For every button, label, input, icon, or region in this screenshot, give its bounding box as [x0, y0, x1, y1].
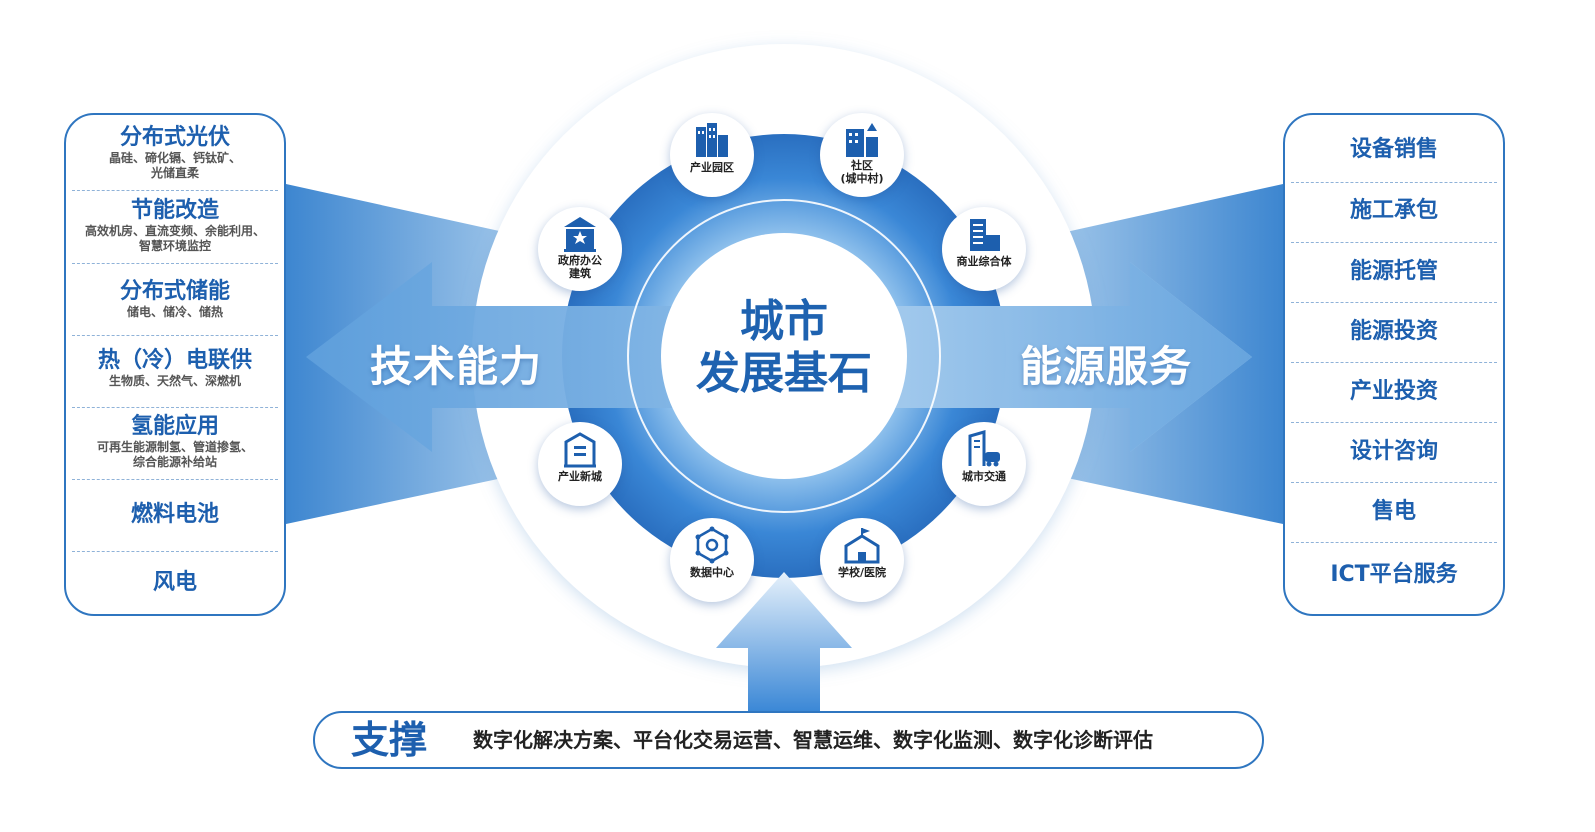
capability-title: 风电 — [152, 570, 197, 595]
inner-ring-line — [627, 199, 941, 513]
capability-desc: 综合能源补给站 — [132, 455, 217, 469]
scenario-urban-transport: 城市交通 — [942, 422, 1026, 506]
divider — [72, 551, 278, 552]
scenario-label: 学校/医院 — [837, 566, 887, 579]
up-arrow — [716, 572, 852, 712]
divider — [1291, 302, 1497, 303]
left-arrow-label: 技术能力 — [370, 342, 543, 391]
scenario-industrial-park: 产业园区 — [670, 113, 754, 197]
divider — [72, 407, 278, 408]
scenario-label: 产业园区 — [690, 161, 734, 174]
scenario-data-center: 数据中心 — [670, 518, 754, 602]
scenario-label: 产业新城 — [558, 470, 602, 483]
capability-desc: 光储直柔 — [150, 166, 199, 180]
center-circle — [661, 233, 907, 479]
divider — [1291, 542, 1497, 543]
center-title-line1: 城市 — [740, 296, 828, 347]
service-item: 售电 — [1371, 499, 1416, 524]
center-title: 城市 发展基石 — [664, 296, 904, 400]
government-office-icon — [564, 217, 596, 252]
scenario-industrial-new-city: 产业新城 — [538, 422, 622, 506]
divider — [72, 190, 278, 191]
capability-item: 节能改造 高效机房、直流变频、余能利用、 智慧环境监控 — [66, 198, 284, 254]
capability-item: 氢能应用 可再生能源制氢、管道掺氢、 综合能源补给站 — [66, 414, 284, 470]
energy-services-panel: 设备销售 施工承包 能源托管 能源投资 产业投资 设计咨询 售电 ICT平台服务 — [1283, 113, 1505, 616]
capability-title: 节能改造 — [130, 198, 219, 223]
scenario-community: 社区(城中村) — [820, 113, 904, 197]
data-center-icon — [695, 526, 729, 564]
scenario-label: 数据中心 — [690, 566, 734, 579]
service-item: 产业投资 — [1349, 379, 1438, 404]
school-hospital-icon — [844, 528, 880, 564]
capability-item: 风电 — [66, 570, 284, 596]
center-title-line2: 发展基石 — [696, 348, 872, 399]
divider — [1291, 482, 1497, 483]
capability-desc: 高效机房、直流变频、余能利用、 — [84, 224, 265, 238]
support-bar: 支撑 数字化解决方案、平台化交易运营、智慧运维、数字化监测、数字化诊断评估 — [313, 711, 1264, 769]
divider — [1291, 182, 1497, 183]
divider — [1291, 362, 1497, 363]
capability-desc: 智慧环境监控 — [138, 239, 211, 253]
commercial-complex-icon — [970, 219, 1000, 251]
support-title: 支撑 — [351, 718, 428, 762]
divider — [1291, 422, 1497, 423]
capability-item: 热（冷）电联供 生物质、天然气、深燃机 — [66, 348, 284, 389]
scenario-label: 政府办公建筑 — [558, 254, 602, 280]
service-item: 设备销售 — [1349, 137, 1438, 162]
capability-item: 分布式储能 储电、储冷、储热 — [66, 279, 284, 320]
scenario-label: 城市交通 — [962, 470, 1006, 483]
divider — [1291, 242, 1497, 243]
community-icon — [846, 123, 878, 157]
capability-title: 分布式储能 — [119, 279, 230, 304]
capability-title: 分布式光伏 — [119, 125, 230, 150]
industrial-new-city-icon — [564, 432, 596, 468]
right-arrow-label: 能源服务 — [1020, 342, 1193, 391]
service-item: ICT平台服务 — [1330, 562, 1458, 587]
technical-capabilities-panel: 分布式光伏 晶硅、碲化镉、钙钛矿、 光储直柔 节能改造 高效机房、直流变频、余能… — [64, 113, 286, 616]
scenario-government-office: 政府办公建筑 — [538, 207, 622, 291]
scenario-label: 社区(城中村) — [840, 159, 884, 185]
industrial-park-icon — [696, 123, 728, 157]
capability-desc: 可再生能源制氢、管道掺氢、 — [96, 440, 253, 454]
capability-title: 热（冷）电联供 — [97, 348, 252, 373]
capability-desc: 生物质、天然气、深燃机 — [108, 374, 241, 388]
service-item: 能源投资 — [1349, 319, 1438, 344]
scenario-label: 商业综合体 — [956, 255, 1012, 268]
divider — [72, 335, 278, 336]
divider — [72, 479, 278, 480]
capability-title: 燃料电池 — [130, 502, 219, 527]
capability-title: 氢能应用 — [130, 414, 219, 439]
service-item: 设计咨询 — [1349, 439, 1438, 464]
divider — [72, 263, 278, 264]
service-item: 能源托管 — [1349, 259, 1438, 284]
support-items: 数字化解决方案、平台化交易运营、智慧运维、数字化监测、数字化诊断评估 — [473, 728, 1153, 752]
capability-item: 分布式光伏 晶硅、碲化镉、钙钛矿、 光储直柔 — [66, 125, 284, 181]
scenario-school-hospital: 学校/医院 — [820, 518, 904, 602]
capability-desc: 晶硅、碲化镉、钙钛矿、 — [108, 151, 241, 165]
capability-item: 燃料电池 — [66, 502, 284, 528]
urban-transport-icon — [968, 430, 1000, 467]
scenario-commercial-complex: 商业综合体 — [942, 207, 1026, 291]
capability-desc: 储电、储冷、储热 — [126, 305, 223, 319]
service-item: 施工承包 — [1349, 198, 1438, 223]
